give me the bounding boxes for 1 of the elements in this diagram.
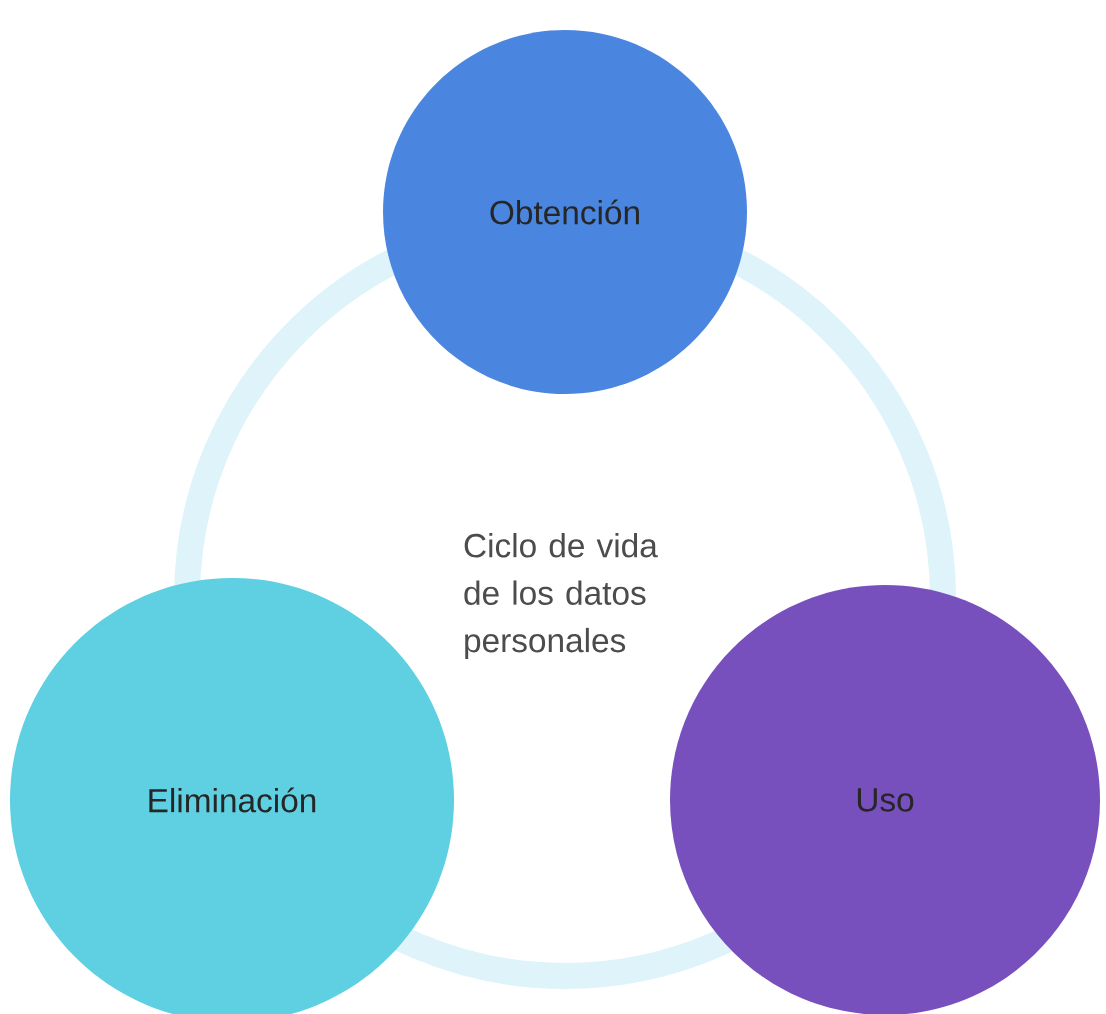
center-label: Ciclo de vida de los datos personales: [464, 533, 658, 659]
